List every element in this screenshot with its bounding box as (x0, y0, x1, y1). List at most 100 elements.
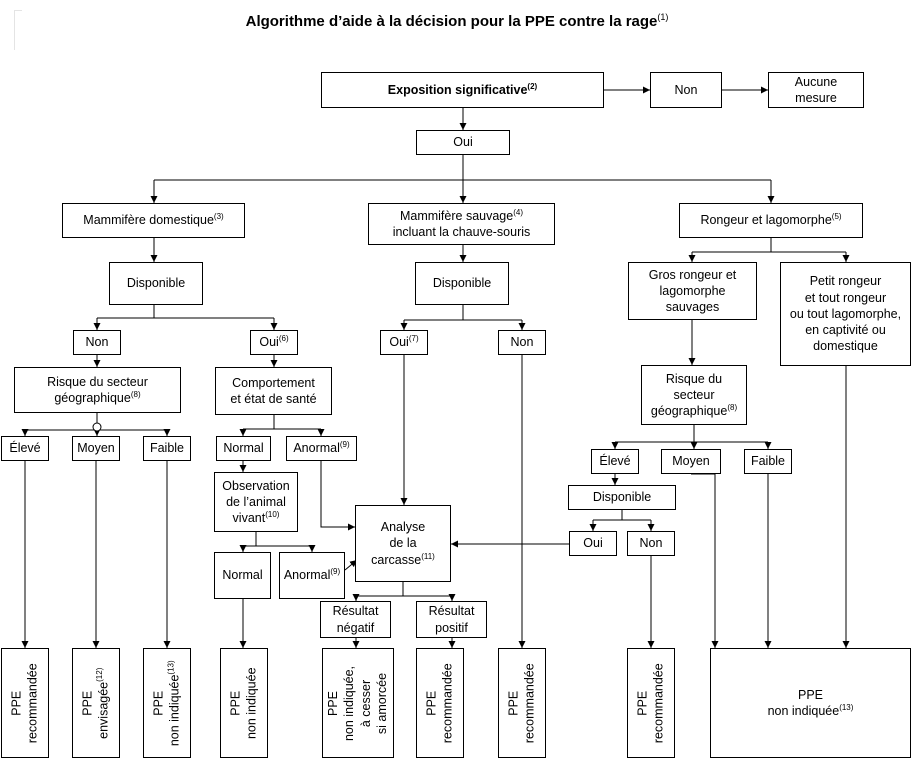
node-label-line: Faible (149, 441, 185, 456)
node-label-line: carcasse (371, 552, 422, 567)
node-label: Non (86, 334, 109, 350)
node-disponible-dom: Disponible (109, 262, 203, 305)
node-label: Disponible (433, 275, 491, 291)
node-label-line: incluant la chauve-souris (392, 225, 531, 239)
node-label: Moyen (672, 453, 710, 469)
node-label-line: Exposition significative (387, 82, 528, 97)
node-label: Risque du secteur géographique(8) (47, 374, 148, 407)
node-label-line: Non (639, 536, 663, 551)
node-comportement: Comportement et état de santé (215, 367, 332, 415)
node-disponible-sauv: Disponible (415, 262, 509, 305)
node-label-line: Oui (259, 335, 279, 350)
footnote-ref: (5) (831, 212, 842, 222)
node-non-top: Non (650, 72, 722, 108)
frame-corner (14, 10, 22, 11)
node-label-line: Risque du secteur (47, 374, 148, 389)
connector (691, 473, 719, 648)
node-label-line: Rongeur et lagomorphe (700, 213, 832, 228)
node-label: Normal (223, 440, 263, 456)
node-label: Normal (222, 567, 262, 583)
node-label-line: Comportement (232, 375, 315, 390)
node-label-line: Disponible (432, 276, 492, 291)
node-label-line: Disponible (126, 276, 186, 291)
node-label-line: PPE (151, 690, 166, 716)
node-label-line: positif (435, 620, 468, 635)
node-label: Mammifère domestique(3) (83, 212, 223, 228)
node-label-line: recommandée (523, 663, 537, 743)
node-label-line: Non (674, 82, 698, 97)
node-label-line: vivant (232, 511, 266, 526)
node-label-line: recommandée (26, 663, 40, 743)
edge-anormal-analyse (320, 461, 355, 531)
node-label: Disponible (593, 489, 651, 505)
node-anormal-1: Anormal(9) (286, 436, 357, 461)
node-label-line: Analyse (380, 520, 426, 535)
node-label-line: négatif (336, 620, 375, 635)
node-label-line: et tout rongeur (804, 290, 887, 305)
node-label-line: mesure (795, 91, 837, 105)
node-label-line: Gros rongeur et (648, 267, 737, 282)
node-label-line: Moyen (672, 454, 710, 469)
node-oui-sauv: Oui(7) (380, 330, 428, 355)
footnote-ref: (9) (330, 567, 341, 577)
node-eleve-rong: Élevé (591, 449, 639, 474)
title-note: (1) (657, 12, 669, 22)
node-label: Mammifère sauvage(4)incluant la chauve-s… (393, 208, 531, 241)
node-label-line: Observation (222, 478, 290, 493)
node-label: Élevé (9, 440, 40, 456)
node-normal-2: Normal (214, 552, 271, 599)
node-label-line: si amorcée (375, 672, 390, 734)
footnote-ref: (9) (339, 440, 350, 450)
node-non-sauv: Non (498, 330, 546, 355)
node-label-line: PPE (635, 690, 650, 716)
footnote-ref: (3) (213, 212, 224, 222)
node-label-line: et état de santé (230, 392, 317, 406)
node-label-line: géographique (54, 391, 131, 405)
node-mammifere-domestique: Mammifère domestique(3) (62, 203, 245, 238)
footnote-ref: (11) (421, 551, 435, 561)
node-label-line: Oui (453, 135, 473, 150)
footnote-ref: (6) (278, 334, 289, 344)
node-label-line: Petit rongeur (809, 274, 882, 289)
node-label: Faible (751, 453, 785, 469)
node-label-line: Oui (389, 335, 409, 350)
footnote-ref: (10) (265, 509, 280, 519)
node-label-line: Mammifère sauvage (399, 208, 514, 223)
footnote-ref: (8) (130, 389, 141, 399)
junction-marker (92, 422, 102, 432)
node-label: Exposition significative(2) (388, 82, 537, 98)
node-label-line: Moyen (77, 441, 115, 456)
node-label-line: Mammifère domestique (83, 213, 214, 228)
diagram-title: Algorithme d’aide à la décision pour la … (0, 12, 914, 30)
node-label-line: Élevé (599, 454, 631, 469)
node-faible-rong: Faible (744, 449, 792, 474)
node-label: Non (640, 535, 663, 551)
node-label: Élevé (599, 453, 630, 469)
node-label-line: Anormal (293, 441, 340, 456)
node-label: Oui (453, 134, 472, 150)
node-label-line: Élevé (9, 441, 41, 456)
node-label-line: ou tout lagomorphe, (789, 306, 902, 321)
